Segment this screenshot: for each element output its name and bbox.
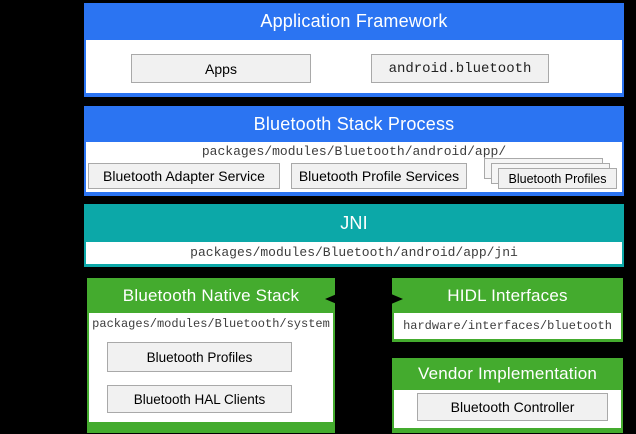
- application-framework-body: Apps android.bluetooth: [86, 40, 622, 93]
- vendor-implementation-body: Bluetooth Controller: [394, 390, 621, 428]
- bluetooth-native-stack-title: Bluetooth Native Stack: [123, 286, 299, 306]
- native-stack-hidl-arrow-icon: [322, 292, 406, 306]
- hidl-interfaces-title: HIDL Interfaces: [447, 286, 567, 306]
- bluetooth-stack-process-header: Bluetooth Stack Process: [84, 106, 624, 142]
- apps-box: Apps: [131, 54, 311, 83]
- bluetooth-adapter-service-label: Bluetooth Adapter Service: [103, 168, 265, 184]
- bluetooth-native-stack-header: Bluetooth Native Stack: [87, 278, 335, 313]
- bluetooth-profiles-stacked-box: Bluetooth Profiles: [498, 168, 617, 189]
- bluetooth-adapter-service-box: Bluetooth Adapter Service: [88, 163, 280, 189]
- bluetooth-stack-process-title: Bluetooth Stack Process: [254, 114, 455, 135]
- bluetooth-hal-clients-box: Bluetooth HAL Clients: [107, 385, 292, 413]
- android-bluetooth-box: android.bluetooth: [371, 54, 549, 83]
- bluetooth-stack-process-body: packages/modules/Bluetooth/android/app/ …: [86, 142, 622, 192]
- jni-section: JNI packages/modules/Bluetooth/android/a…: [84, 204, 624, 267]
- bluetooth-controller-box: Bluetooth Controller: [417, 393, 608, 421]
- bluetooth-native-stack-body: packages/modules/Bluetooth/system Blueto…: [89, 313, 333, 422]
- application-framework-header: Application Framework: [84, 3, 624, 40]
- stack-process-path: packages/modules/Bluetooth/android/app/: [86, 144, 622, 159]
- native-stack-path: packages/modules/Bluetooth/system: [89, 317, 333, 331]
- application-framework-title: Application Framework: [260, 11, 447, 32]
- native-bluetooth-profiles-box: Bluetooth Profiles: [107, 342, 292, 372]
- hidl-interfaces-section: HIDL Interfaces hardware/interfaces/blue…: [392, 278, 623, 342]
- hidl-interfaces-body: hardware/interfaces/bluetooth: [394, 313, 621, 339]
- vendor-implementation-header: Vendor Implementation: [392, 358, 623, 390]
- jni-header: JNI: [84, 204, 624, 242]
- application-framework-section: Application Framework Apps android.bluet…: [84, 3, 624, 97]
- bluetooth-profile-services-box: Bluetooth Profile Services: [291, 163, 467, 189]
- bluetooth-controller-label: Bluetooth Controller: [451, 399, 575, 415]
- bluetooth-stack-process-section: Bluetooth Stack Process packages/modules…: [84, 106, 624, 196]
- vendor-implementation-section: Vendor Implementation Bluetooth Controll…: [392, 358, 623, 433]
- hidl-path: hardware/interfaces/bluetooth: [394, 313, 621, 339]
- vendor-implementation-title: Vendor Implementation: [418, 364, 597, 384]
- jni-path: packages/modules/Bluetooth/android/app/j…: [86, 242, 622, 264]
- bluetooth-hal-clients-label: Bluetooth HAL Clients: [134, 392, 266, 407]
- hidl-interfaces-header: HIDL Interfaces: [392, 278, 623, 313]
- native-bluetooth-profiles-label: Bluetooth Profiles: [147, 350, 253, 365]
- jni-body: packages/modules/Bluetooth/android/app/j…: [86, 242, 622, 264]
- android-bluetooth-label: android.bluetooth: [389, 61, 532, 77]
- bluetooth-native-stack-section: Bluetooth Native Stack packages/modules/…: [87, 278, 335, 433]
- bluetooth-profile-services-label: Bluetooth Profile Services: [299, 168, 459, 184]
- apps-label: Apps: [205, 61, 237, 77]
- jni-title: JNI: [340, 213, 368, 234]
- bluetooth-profiles-stacked-label: Bluetooth Profiles: [509, 172, 607, 186]
